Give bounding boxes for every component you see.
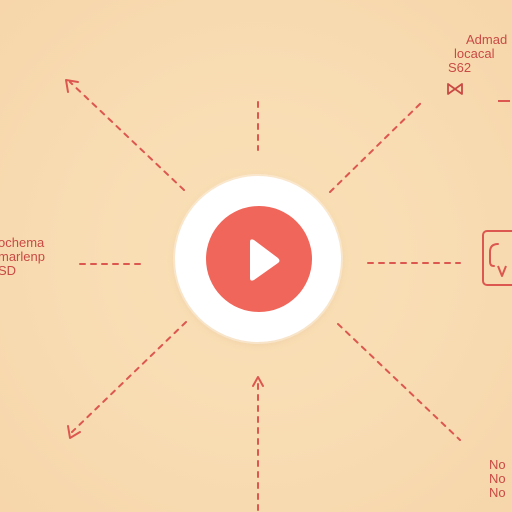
label-top-right-line-3: S62: [448, 60, 472, 75]
ray-lower-right: [337, 323, 461, 441]
label-bottom-right-line-2: No: [489, 471, 506, 486]
card-icon: [489, 243, 507, 277]
center-hub: [175, 176, 341, 342]
play-icon: [250, 239, 280, 281]
arrow-head-upper-left: [65, 79, 79, 93]
label-bottom-right: No No No: [489, 458, 506, 500]
label-bottom-right-line-1: No: [489, 457, 506, 472]
label-left-line-3: SD: [0, 263, 17, 278]
label-top-right-line-2: locacal: [454, 46, 495, 61]
label-top-right: Admad locacal S62: [448, 33, 507, 75]
arrow-head-lower-left: [67, 425, 81, 439]
arrow-head-bottom: [252, 376, 264, 387]
side-card[interactable]: [482, 230, 512, 286]
label-left-line-2: marlenp: [0, 249, 45, 264]
label-bottom-right-line-3: No: [489, 485, 506, 500]
ray-upper-left: [69, 81, 185, 191]
label-left-line-1: ochema: [0, 235, 45, 250]
ray-lower-left: [71, 321, 187, 433]
label-top-right-line-1: Admad: [466, 32, 508, 47]
play-button[interactable]: [206, 206, 312, 312]
ray-upper-right: [329, 99, 425, 193]
label-left: ochema marlenp SD: [0, 236, 45, 278]
bowtie-icon: [447, 83, 463, 95]
